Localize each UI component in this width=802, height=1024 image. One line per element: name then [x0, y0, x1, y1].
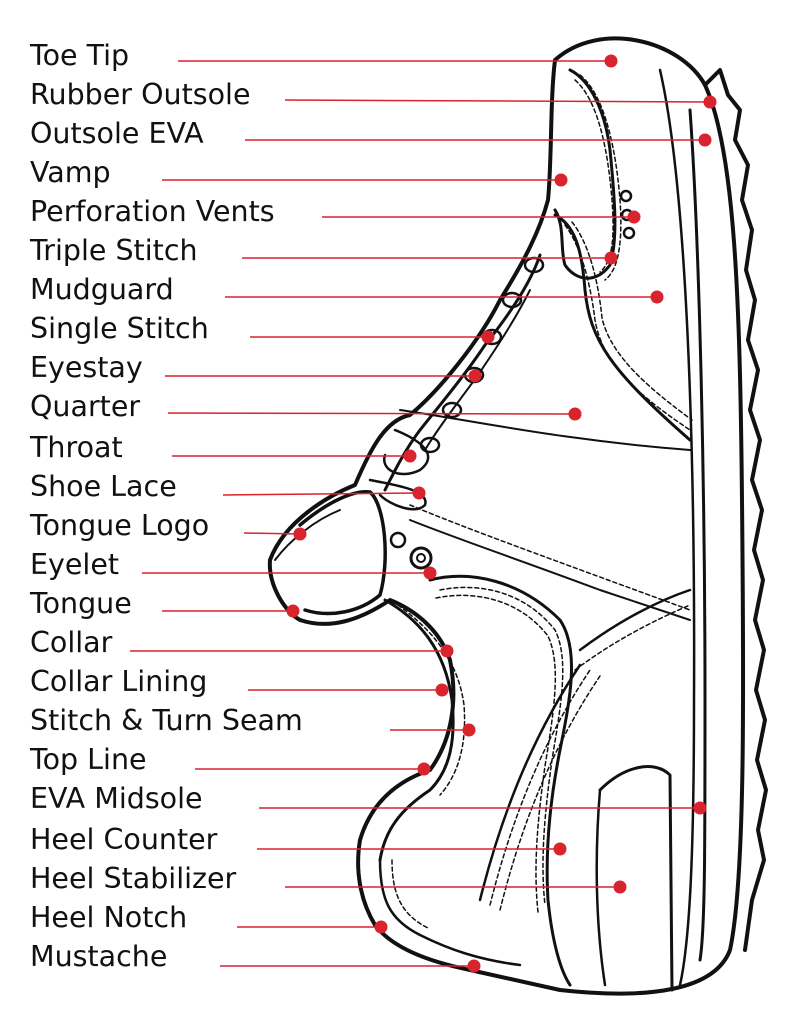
label-heel-counter: Heel Counter	[30, 823, 218, 856]
leader-dot-14	[286, 604, 300, 618]
heel-stabilizer-inner	[595, 788, 607, 987]
midsole-line	[688, 108, 707, 962]
label-heel-stabilizer: Heel Stabilizer	[30, 862, 237, 895]
lace-2	[368, 478, 427, 511]
heel-counter-stitch-2	[435, 594, 557, 913]
leader-dot-5	[604, 251, 618, 265]
leader-dot-7	[481, 330, 495, 344]
label-heel-notch: Heel Notch	[30, 901, 188, 934]
leader-dot-11	[412, 486, 426, 500]
leader-dot-23	[467, 959, 481, 973]
leader-dot-21	[613, 880, 627, 894]
mudguard-stitch-2	[571, 221, 693, 421]
leader-dot-15	[440, 644, 454, 658]
label-outsole-eva: Outsole EVA	[30, 117, 204, 150]
leader-dot-13	[423, 566, 437, 580]
leader-line-9	[167, 412, 576, 415]
label-perforation-vents: Perforation Vents	[30, 195, 275, 228]
vent-hole-3	[622, 226, 636, 240]
label-shoe-lace: Shoe Lace	[30, 470, 177, 503]
eyelet-outer-2	[389, 531, 407, 549]
label-single-stitch: Single Stitch	[30, 312, 209, 345]
label-eva-midsole: EVA Midsole	[30, 782, 203, 815]
leader-dot-10	[403, 449, 417, 463]
leader-dot-0	[604, 54, 618, 68]
vent-hole-1	[619, 189, 633, 203]
eyelet-loop-2	[501, 291, 523, 309]
quarter-panel	[409, 519, 691, 621]
heel-counter	[428, 574, 574, 987]
sole-lugs	[703, 68, 768, 952]
leader-dot-20	[553, 842, 567, 856]
leader-dot-19	[693, 801, 707, 815]
leader-dot-16	[435, 683, 449, 697]
leader-dot-22	[374, 920, 388, 934]
label-tongue: Tongue	[30, 587, 132, 620]
side-panel	[578, 588, 692, 652]
label-mustache: Mustache	[30, 940, 168, 973]
label-collar-lining: Collar Lining	[30, 665, 208, 698]
leader-line-11	[222, 492, 420, 496]
leader-dot-6	[650, 290, 664, 304]
eyelet-inner	[416, 553, 426, 563]
eyelet-loop-5	[441, 401, 463, 419]
outsole-eva-line	[658, 68, 696, 987]
eyelet-loop-6	[419, 436, 441, 454]
leader-dot-2	[698, 133, 712, 147]
leader-dot-18	[417, 762, 431, 776]
leader-dot-17	[462, 723, 476, 737]
leader-dot-9	[568, 407, 582, 421]
label-mudguard: Mudguard	[30, 273, 174, 306]
vamp-stitch-1	[574, 79, 614, 273]
label-vamp: Vamp	[30, 156, 111, 189]
quarter-stitch	[409, 504, 691, 611]
side-panel-stitch-3	[489, 669, 591, 906]
leader-dot-12	[293, 527, 307, 541]
label-collar: Collar	[30, 626, 113, 659]
collar-stitch	[397, 604, 466, 796]
mudguard-stitch-1	[564, 224, 691, 431]
label-stitch-turn-seam: Stitch & Turn Seam	[30, 704, 303, 737]
side-panel-stitch-4	[499, 675, 601, 911]
heel-stabilizer	[598, 765, 674, 992]
side-panel-stitch-1	[574, 604, 691, 671]
label-throat: Throat	[30, 431, 123, 464]
leader-dot-8	[468, 369, 482, 383]
label-toe-tip: Toe Tip	[30, 39, 130, 72]
heel-lower-stitch	[391, 859, 429, 929]
eyelet-outer	[409, 546, 433, 570]
collar-outline	[378, 598, 455, 862]
label-rubber-outsole: Rubber Outsole	[30, 78, 251, 111]
label-triple-stitch: Triple Stitch	[30, 234, 198, 267]
tongue-outline	[298, 490, 387, 616]
label-eyelet: Eyelet	[30, 548, 120, 581]
label-tongue-logo: Tongue Logo	[30, 509, 210, 542]
leader-line-12	[243, 532, 301, 535]
leader-dot-4	[627, 210, 641, 224]
side-panel-stitch-2	[478, 663, 582, 902]
label-eyestay: Eyestay	[30, 351, 143, 384]
lace-1	[383, 428, 430, 476]
heel-counter-stitch-1	[439, 586, 564, 906]
vamp-stitch-2	[579, 74, 622, 281]
quarter-upper	[399, 409, 691, 451]
leader-line-1	[284, 99, 711, 103]
heel-lower	[378, 858, 522, 967]
label-top-line: Top Line	[30, 743, 147, 776]
leader-dot-3	[554, 173, 568, 187]
mudguard-outline	[553, 213, 692, 442]
label-quarter: Quarter	[30, 390, 141, 423]
leader-dot-1	[703, 95, 717, 109]
